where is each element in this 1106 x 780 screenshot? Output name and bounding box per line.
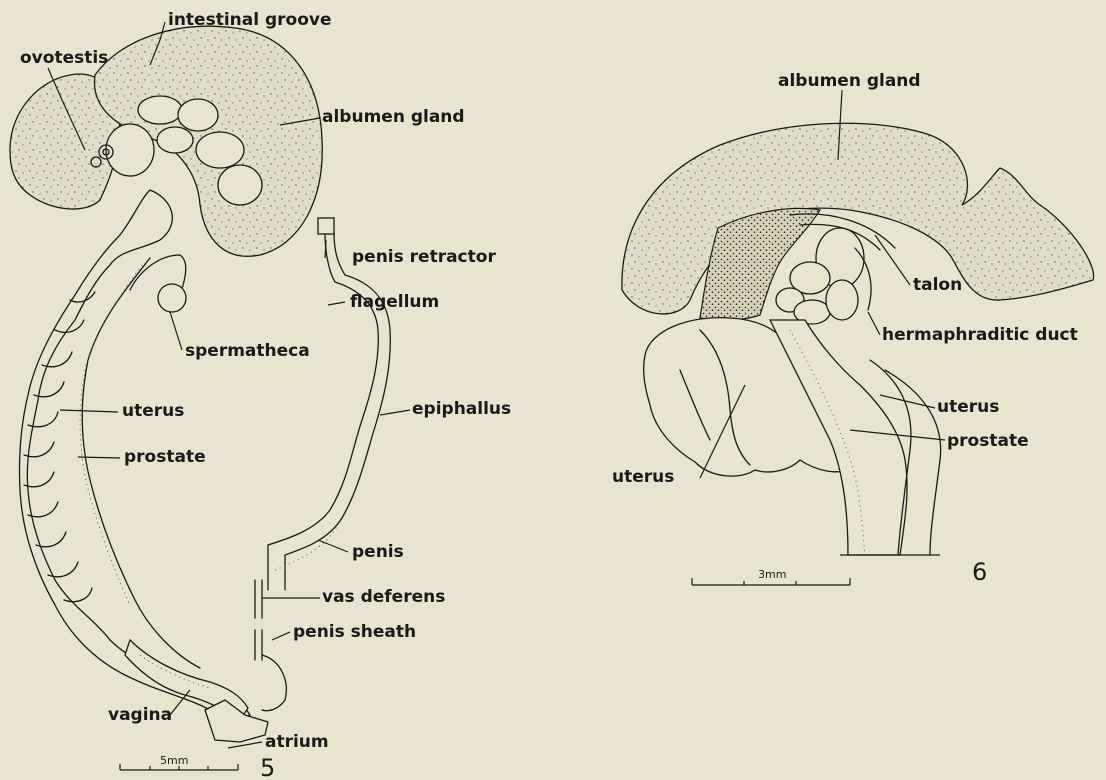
label-uterus-6-left: uterus bbox=[612, 467, 674, 487]
label-prostate-6: prostate bbox=[947, 431, 1029, 451]
label-prostate-5: prostate bbox=[124, 447, 206, 467]
label-hermaphroditic-duct: hermaphraditic duct bbox=[882, 325, 1078, 345]
label-epiphallus: epiphallus bbox=[412, 399, 511, 419]
label-flagellum: flagellum bbox=[350, 292, 439, 312]
label-vas-deferens: vas deferens bbox=[322, 587, 445, 607]
label-talon: talon bbox=[913, 275, 962, 295]
figure-number-5: 5 bbox=[260, 754, 275, 780]
figure-6: albumen gland talon hermaphraditic duct … bbox=[612, 71, 1094, 586]
scale-bar-5: 5mm bbox=[120, 754, 238, 770]
scale-label-6: 3mm bbox=[758, 568, 786, 581]
figure-5: intestinal groove ovotestis albumen glan… bbox=[10, 10, 511, 780]
label-penis: penis bbox=[352, 542, 404, 562]
scale-bar-6: 3mm bbox=[692, 568, 850, 585]
label-ovotestis: ovotestis bbox=[20, 48, 108, 68]
label-spermatheca: spermatheca bbox=[185, 341, 310, 361]
label-penis-retractor: penis retractor bbox=[352, 247, 496, 267]
label-albumen-gland: albumen gland bbox=[322, 107, 465, 127]
scale-label-5: 5mm bbox=[160, 754, 188, 767]
label-atrium: atrium bbox=[265, 732, 329, 752]
albumen-gland-6-shape bbox=[622, 123, 1094, 314]
label-albumen-gland-6: albumen gland bbox=[778, 71, 921, 91]
label-vagina: vagina bbox=[108, 705, 172, 725]
label-uterus-5: uterus bbox=[122, 401, 184, 421]
spermatheca-shape bbox=[158, 284, 186, 312]
label-intestinal-groove: intestinal groove bbox=[168, 10, 332, 30]
label-uterus-6-right: uterus bbox=[937, 397, 999, 417]
figure-number-6: 6 bbox=[972, 558, 987, 586]
label-penis-sheath: penis sheath bbox=[293, 622, 416, 642]
